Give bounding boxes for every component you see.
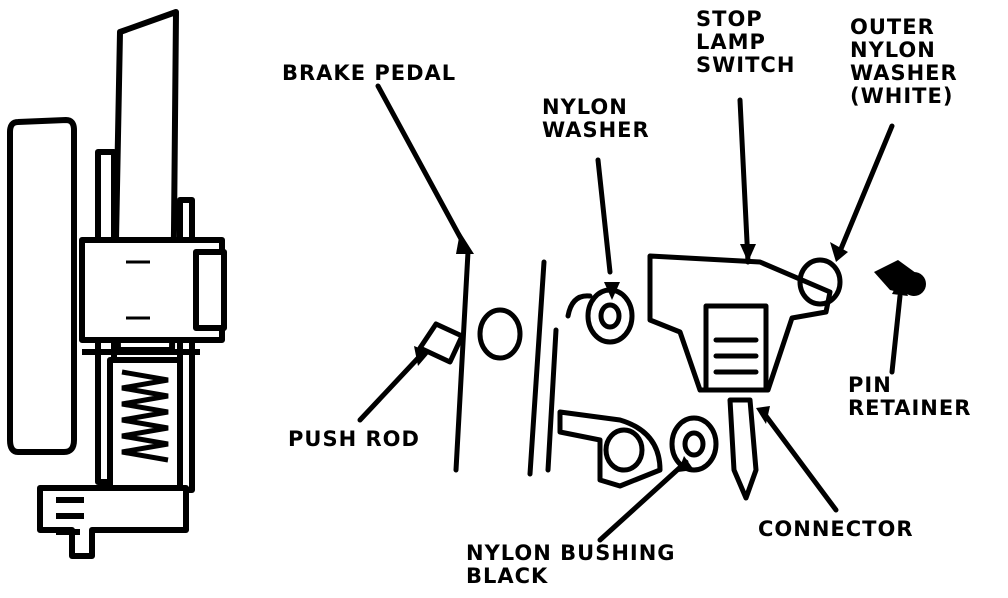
- label-connector: CONNECTOR: [758, 517, 914, 541]
- pin-retainer-leader: [889, 293, 903, 375]
- push-rod-leader: [357, 353, 423, 423]
- free-washer-shape: [477, 307, 523, 361]
- brake-pedal-leader: [375, 83, 469, 251]
- nylon-washer-shape: [585, 287, 635, 345]
- connector-shape: [727, 397, 759, 501]
- spring-coils: [121, 369, 169, 463]
- nylon-bushing-leader: [597, 459, 689, 543]
- label-stop-lamp-switch: STOP LAMP SWITCH: [696, 7, 796, 77]
- lower-linkage-shape: [557, 409, 663, 489]
- stop-lamp-switch-leader: [737, 97, 751, 265]
- label-nylon-washer: NYLON WASHER: [542, 95, 650, 142]
- outer-washer-leader: [835, 123, 895, 259]
- label-outer-nylon-washer: OUTER NYLON WASHER (WHITE): [850, 15, 958, 108]
- label-push-rod: PUSH ROD: [288, 427, 420, 451]
- connector-leader: [763, 413, 839, 513]
- push-rod-shape: [417, 321, 465, 365]
- label-brake-pedal: BRAKE PEDAL: [282, 61, 457, 85]
- nylon-bushing-shape: [669, 415, 719, 473]
- pin-retainer-icon: [874, 260, 926, 296]
- label-nylon-bushing: NYLON BUSHING BLACK: [466, 541, 676, 588]
- stop-lamp-switch-body: [703, 303, 769, 393]
- pedal-side-view: [7, 9, 227, 559]
- nylon-washer-leader: [595, 157, 613, 275]
- label-pin-retainer: PIN RETAINER: [848, 373, 972, 420]
- pedal-pad-shape: [7, 117, 77, 455]
- base-connector: [37, 485, 189, 559]
- brake-pedal-edge: [453, 249, 471, 473]
- outer-nylon-washer-shape: [797, 257, 843, 307]
- bracket-edge: [527, 259, 547, 477]
